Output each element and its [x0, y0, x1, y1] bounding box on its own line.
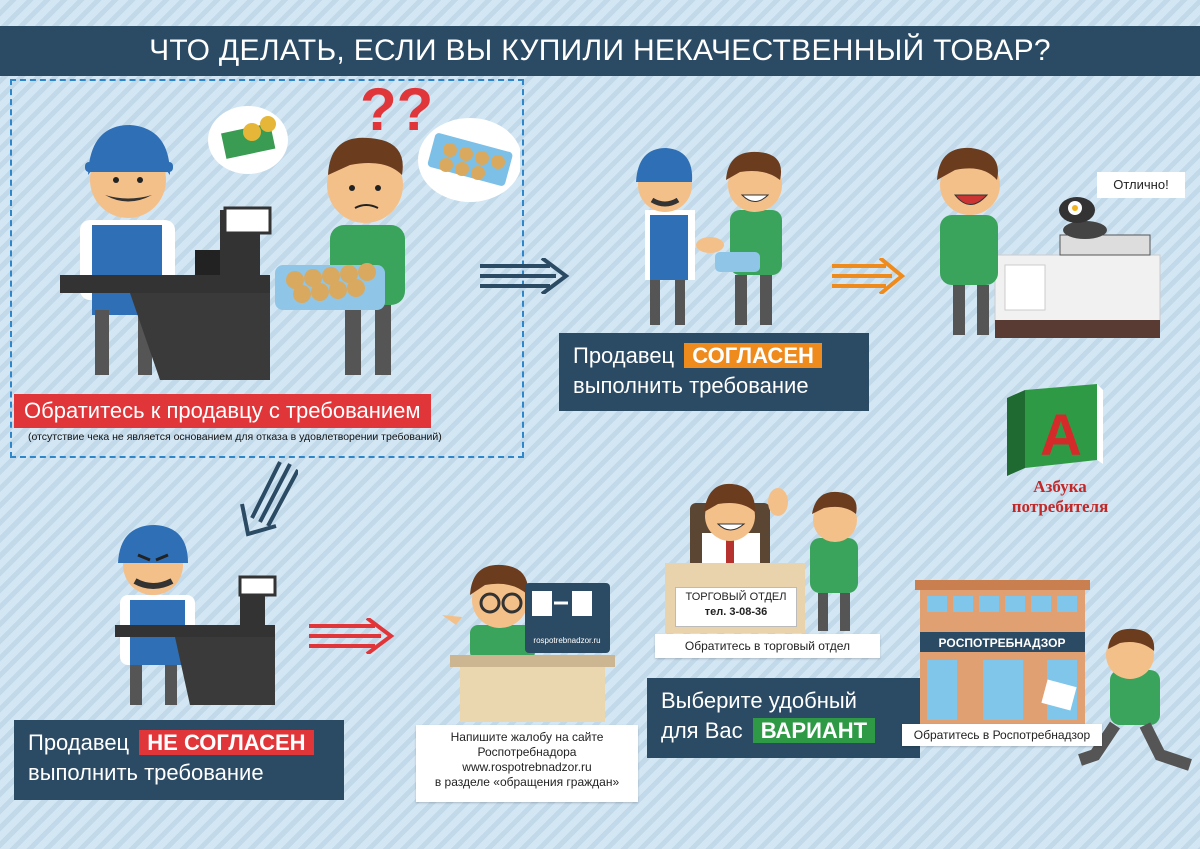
rpn-caption: Обратитесь в Роспотребнадзор — [902, 724, 1102, 746]
agree-box: Продавец СОГЛАСЕН выполнить требование — [559, 333, 869, 411]
step1-label: Обратитесь к продавцу с требованием — [14, 394, 431, 428]
question-marks: ?? — [360, 80, 433, 143]
buyer-figure — [275, 137, 405, 375]
trade-sign-phone: тел. 3-08-36 — [704, 606, 768, 618]
disagree-box: Продавец НЕ СОГЛАСЕН выполнить требовани… — [14, 720, 344, 800]
step1-frame — [10, 79, 524, 458]
trade-sign: ТОРГОВЫЙ ОТДЕЛ тел. 3-08-36 — [675, 587, 797, 627]
handshake-illustration — [636, 148, 782, 325]
logo-line1: Азбука — [1033, 477, 1087, 496]
seller-buyer-illustration: ?? — [60, 80, 520, 380]
page-title: ЧТО ДЕЛАТЬ, ЕСЛИ ВЫ КУПИЛИ НЕКАЧЕСТВЕННЫ… — [0, 26, 1200, 76]
choose-prefix: для Вас — [661, 718, 743, 743]
speech-bubble: Отлично! — [1097, 172, 1185, 198]
disagree-prefix: Продавец — [28, 730, 130, 755]
azbuka-logo: А Азбука потребителя — [1007, 384, 1109, 516]
computer-illustration: rospotrebnadzor.ru — [442, 564, 615, 722]
complaint-card: Напишите жалобу на сайте Роспотребнадора… — [416, 725, 638, 802]
logo-letter: А — [1040, 403, 1082, 468]
complaint-line4: в разделе «обращения граждан» — [434, 775, 620, 789]
choose-line1: Выберите удобный — [661, 688, 857, 713]
complaint-line2: Роспотребнадора — [477, 745, 577, 759]
choose-box: Выберите удобный для Вас ВАРИАНТ — [647, 678, 920, 758]
arrow-down-navy — [240, 461, 298, 537]
step1-note: (отсутствие чека не является основанием … — [28, 431, 442, 443]
choose-badge: ВАРИАНТ — [752, 718, 876, 743]
trade-sign-title: ТОРГОВЫЙ ОТДЕЛ — [685, 591, 787, 603]
trade-caption: Обратитесь в торговый отдел — [655, 634, 880, 658]
rpn-sign: РОСПОТРЕБНАДЗОР — [939, 636, 1066, 650]
disagree-badge: НЕ СОГЛАСЕН — [139, 730, 314, 755]
agree-prefix: Продавец — [573, 343, 675, 368]
arrow-right-navy — [480, 258, 570, 294]
running-man — [1041, 628, 1192, 771]
screen-site: rospotrebnadzor.ru — [533, 636, 600, 645]
agree-badge: СОГЛАСЕН — [684, 343, 822, 368]
cooking-illustration — [937, 147, 1161, 338]
angry-seller-illustration — [115, 525, 277, 705]
logo-line2: потребителя — [1012, 497, 1109, 516]
arrow-right-orange — [832, 258, 906, 294]
arrow-right-red — [309, 618, 395, 654]
complaint-line3: www.rospotrebnadzor.ru — [462, 760, 592, 774]
complaint-line1: Напишите жалобу на сайте — [450, 730, 604, 744]
disagree-line2: выполнить требование — [28, 760, 264, 785]
agree-line2: выполнить требование — [573, 373, 809, 398]
